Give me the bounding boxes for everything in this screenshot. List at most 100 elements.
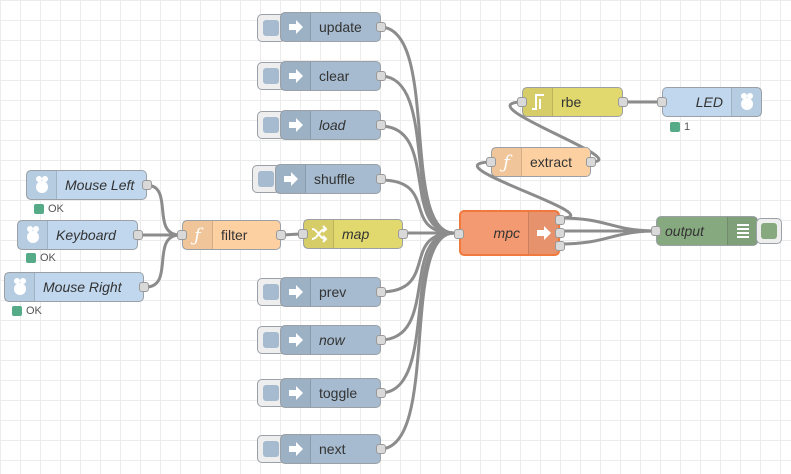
inject-node-label: next <box>319 441 346 457</box>
inject-node-label: clear <box>319 68 350 84</box>
output-port[interactable] <box>376 287 386 297</box>
raspberry-pi-icon <box>18 221 48 249</box>
inject-node-next[interactable]: next <box>280 434 386 464</box>
inject-node-prev[interactable]: prev <box>280 277 386 307</box>
debug-node-output[interactable]: output <box>651 216 758 246</box>
inject-node-toggle[interactable]: toggle <box>280 378 386 408</box>
output-port[interactable] <box>398 229 408 239</box>
status-dot <box>670 122 680 132</box>
change-node-label: map <box>342 226 370 242</box>
rpi-node-label: Mouse Right <box>43 279 122 295</box>
mpc-node-label: mpc <box>493 225 520 241</box>
function-node-filter[interactable]: ƒ filter <box>177 220 286 250</box>
output-port[interactable] <box>276 230 286 240</box>
inject-node-label: load <box>319 117 346 133</box>
output-port-3[interactable] <box>555 241 565 251</box>
status-text: OK <box>48 203 64 215</box>
wire-load-mpc <box>379 124 455 235</box>
status-badge: 1 <box>670 121 690 133</box>
wire-update-mpc <box>379 25 455 235</box>
mpc-node[interactable]: mpc <box>454 210 565 256</box>
output-port[interactable] <box>142 180 152 190</box>
shuffle-icon <box>304 220 334 248</box>
output-port-1[interactable] <box>555 215 565 225</box>
function-icon: ƒ <box>492 148 522 176</box>
inject-node-label: prev <box>319 284 347 300</box>
status-text: OK <box>26 305 42 317</box>
rpi-node-label: Mouse Left <box>65 177 135 193</box>
debug-toggle-button[interactable] <box>756 218 782 244</box>
change-node-map[interactable]: map <box>298 219 408 249</box>
rpi-node-mouse-right[interactable]: Mouse Right <box>4 272 149 302</box>
output-port[interactable] <box>376 120 386 130</box>
inject-node-label: toggle <box>319 385 358 401</box>
function-node-extract[interactable]: ƒ extract <box>486 147 596 177</box>
rpi-node-label: Keyboard <box>56 227 116 243</box>
raspberry-pi-icon <box>731 88 761 116</box>
output-port[interactable] <box>376 22 386 32</box>
inject-node-clear[interactable]: clear <box>280 61 386 91</box>
inject-arrow-icon <box>281 62 311 90</box>
arrow-right-icon <box>528 212 558 254</box>
inject-arrow-icon <box>281 435 311 463</box>
output-port-2[interactable] <box>555 228 565 238</box>
debug-node-label: output <box>665 223 704 239</box>
input-port[interactable] <box>177 230 187 240</box>
output-port[interactable] <box>586 157 596 167</box>
output-port[interactable] <box>376 335 386 345</box>
status-text: 1 <box>684 121 691 133</box>
status-text: OK <box>40 252 56 264</box>
output-port[interactable] <box>376 388 386 398</box>
input-port[interactable] <box>298 229 308 239</box>
rpi-node-led[interactable]: LED <box>657 87 762 117</box>
inject-arrow-icon <box>281 278 311 306</box>
status-dot <box>12 306 22 316</box>
input-port[interactable] <box>517 97 527 107</box>
inject-arrow-icon <box>281 326 311 354</box>
inject-node-label: update <box>319 19 362 35</box>
debug-list-icon <box>727 217 757 245</box>
function-node-label: filter <box>221 227 248 243</box>
output-port[interactable] <box>618 97 628 107</box>
output-port[interactable] <box>133 230 143 240</box>
input-port[interactable] <box>657 97 667 107</box>
rbe-icon <box>523 88 553 116</box>
input-port[interactable] <box>651 226 661 236</box>
function-icon: ƒ <box>183 221 213 249</box>
inject-node-load[interactable]: load <box>280 110 386 140</box>
output-port[interactable] <box>376 444 386 454</box>
function-node-label: extract <box>530 154 573 170</box>
status-dot <box>26 253 36 263</box>
inject-node-shuffle[interactable]: shuffle <box>275 164 386 194</box>
wire-next-mpc <box>379 231 455 451</box>
status-badge: OK <box>12 305 42 317</box>
inject-node-label: now <box>319 332 345 348</box>
inject-arrow-icon <box>281 379 311 407</box>
status-badge: OK <box>34 203 64 215</box>
inject-arrow-icon <box>276 165 306 193</box>
raspberry-pi-icon <box>5 273 35 301</box>
status-dot <box>34 204 44 214</box>
output-port[interactable] <box>139 282 149 292</box>
wire-clear-mpc <box>379 74 455 235</box>
wire-mpc-output3 <box>558 229 658 246</box>
wire-mouseleft-filter <box>145 183 181 237</box>
wire-mpc-output1 <box>558 216 658 233</box>
status-badge: OK <box>26 252 56 264</box>
output-port[interactable] <box>376 174 386 184</box>
wire-toggle-mpc <box>379 231 455 395</box>
inject-node-label: shuffle <box>314 171 355 187</box>
wire-mouseright-filter <box>145 233 181 289</box>
inject-arrow-icon <box>281 13 311 41</box>
output-port[interactable] <box>376 71 386 81</box>
rpi-node-mouse-left[interactable]: Mouse Left <box>26 170 152 200</box>
rbe-node-label: rbe <box>561 94 582 110</box>
rbe-node[interactable]: rbe <box>517 87 628 117</box>
rpi-node-keyboard[interactable]: Keyboard <box>17 220 143 250</box>
inject-node-now[interactable]: now <box>280 325 386 355</box>
raspberry-pi-icon <box>27 171 57 199</box>
inject-node-update[interactable]: update <box>280 12 386 42</box>
input-port[interactable] <box>454 229 464 239</box>
wire-now-mpc <box>379 231 455 342</box>
input-port[interactable] <box>486 157 496 167</box>
